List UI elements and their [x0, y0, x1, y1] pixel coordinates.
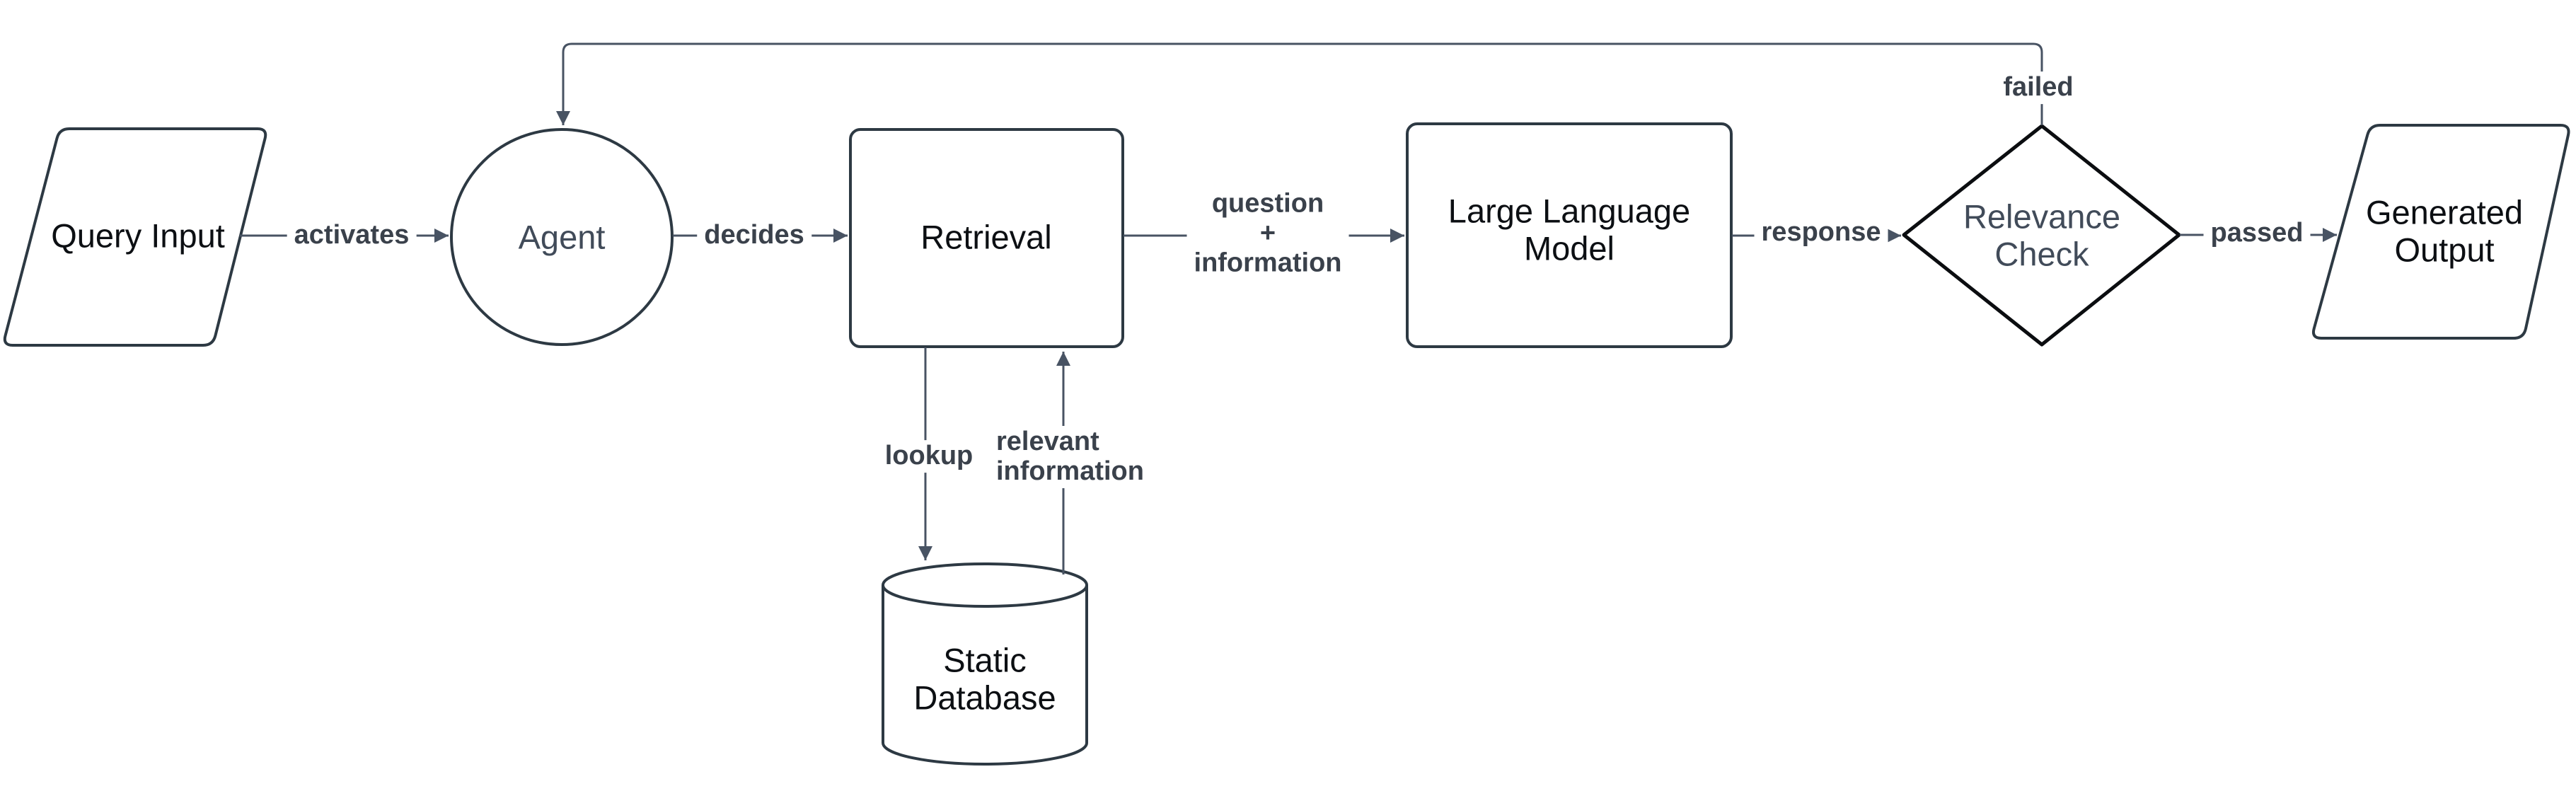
node-llm[interactable]: [1406, 122, 1733, 348]
node-static-database-top[interactable]: [882, 562, 1088, 608]
node-static-database-body[interactable]: [882, 585, 1088, 766]
node-query-input[interactable]: [3, 127, 267, 347]
edge-label-response: response: [1754, 216, 1888, 249]
edge-label-passed: passed: [2203, 217, 2311, 250]
node-label-llm: Large Language Model: [1448, 192, 1691, 267]
edge-failed-loop: [556, 42, 2043, 125]
edge-label-relevant-information: relevant information: [989, 426, 1151, 488]
edge-label-failed: failed: [1996, 71, 2081, 104]
node-label-retrieval: Retrieval: [920, 218, 1052, 256]
edge-label-decides: decides: [697, 219, 812, 252]
node-retrieval[interactable]: [849, 128, 1124, 348]
node-label-relevance-check: Relevance Check: [1963, 197, 2121, 272]
node-label-static-database: Static Database: [913, 641, 1056, 716]
node-relevance-check[interactable]: [1902, 124, 2181, 347]
node-label-generated-output: Generated Output: [2365, 193, 2524, 268]
node-label-agent: Agent: [518, 218, 606, 256]
edge-label-question-information: question + information: [1186, 187, 1349, 279]
node-agent[interactable]: [450, 128, 674, 346]
node-generated-output[interactable]: [2311, 124, 2570, 340]
node-label-query-input: Query Input: [51, 216, 225, 255]
edge-label-activates: activates: [287, 219, 417, 252]
edge-label-lookup: lookup: [877, 440, 981, 473]
